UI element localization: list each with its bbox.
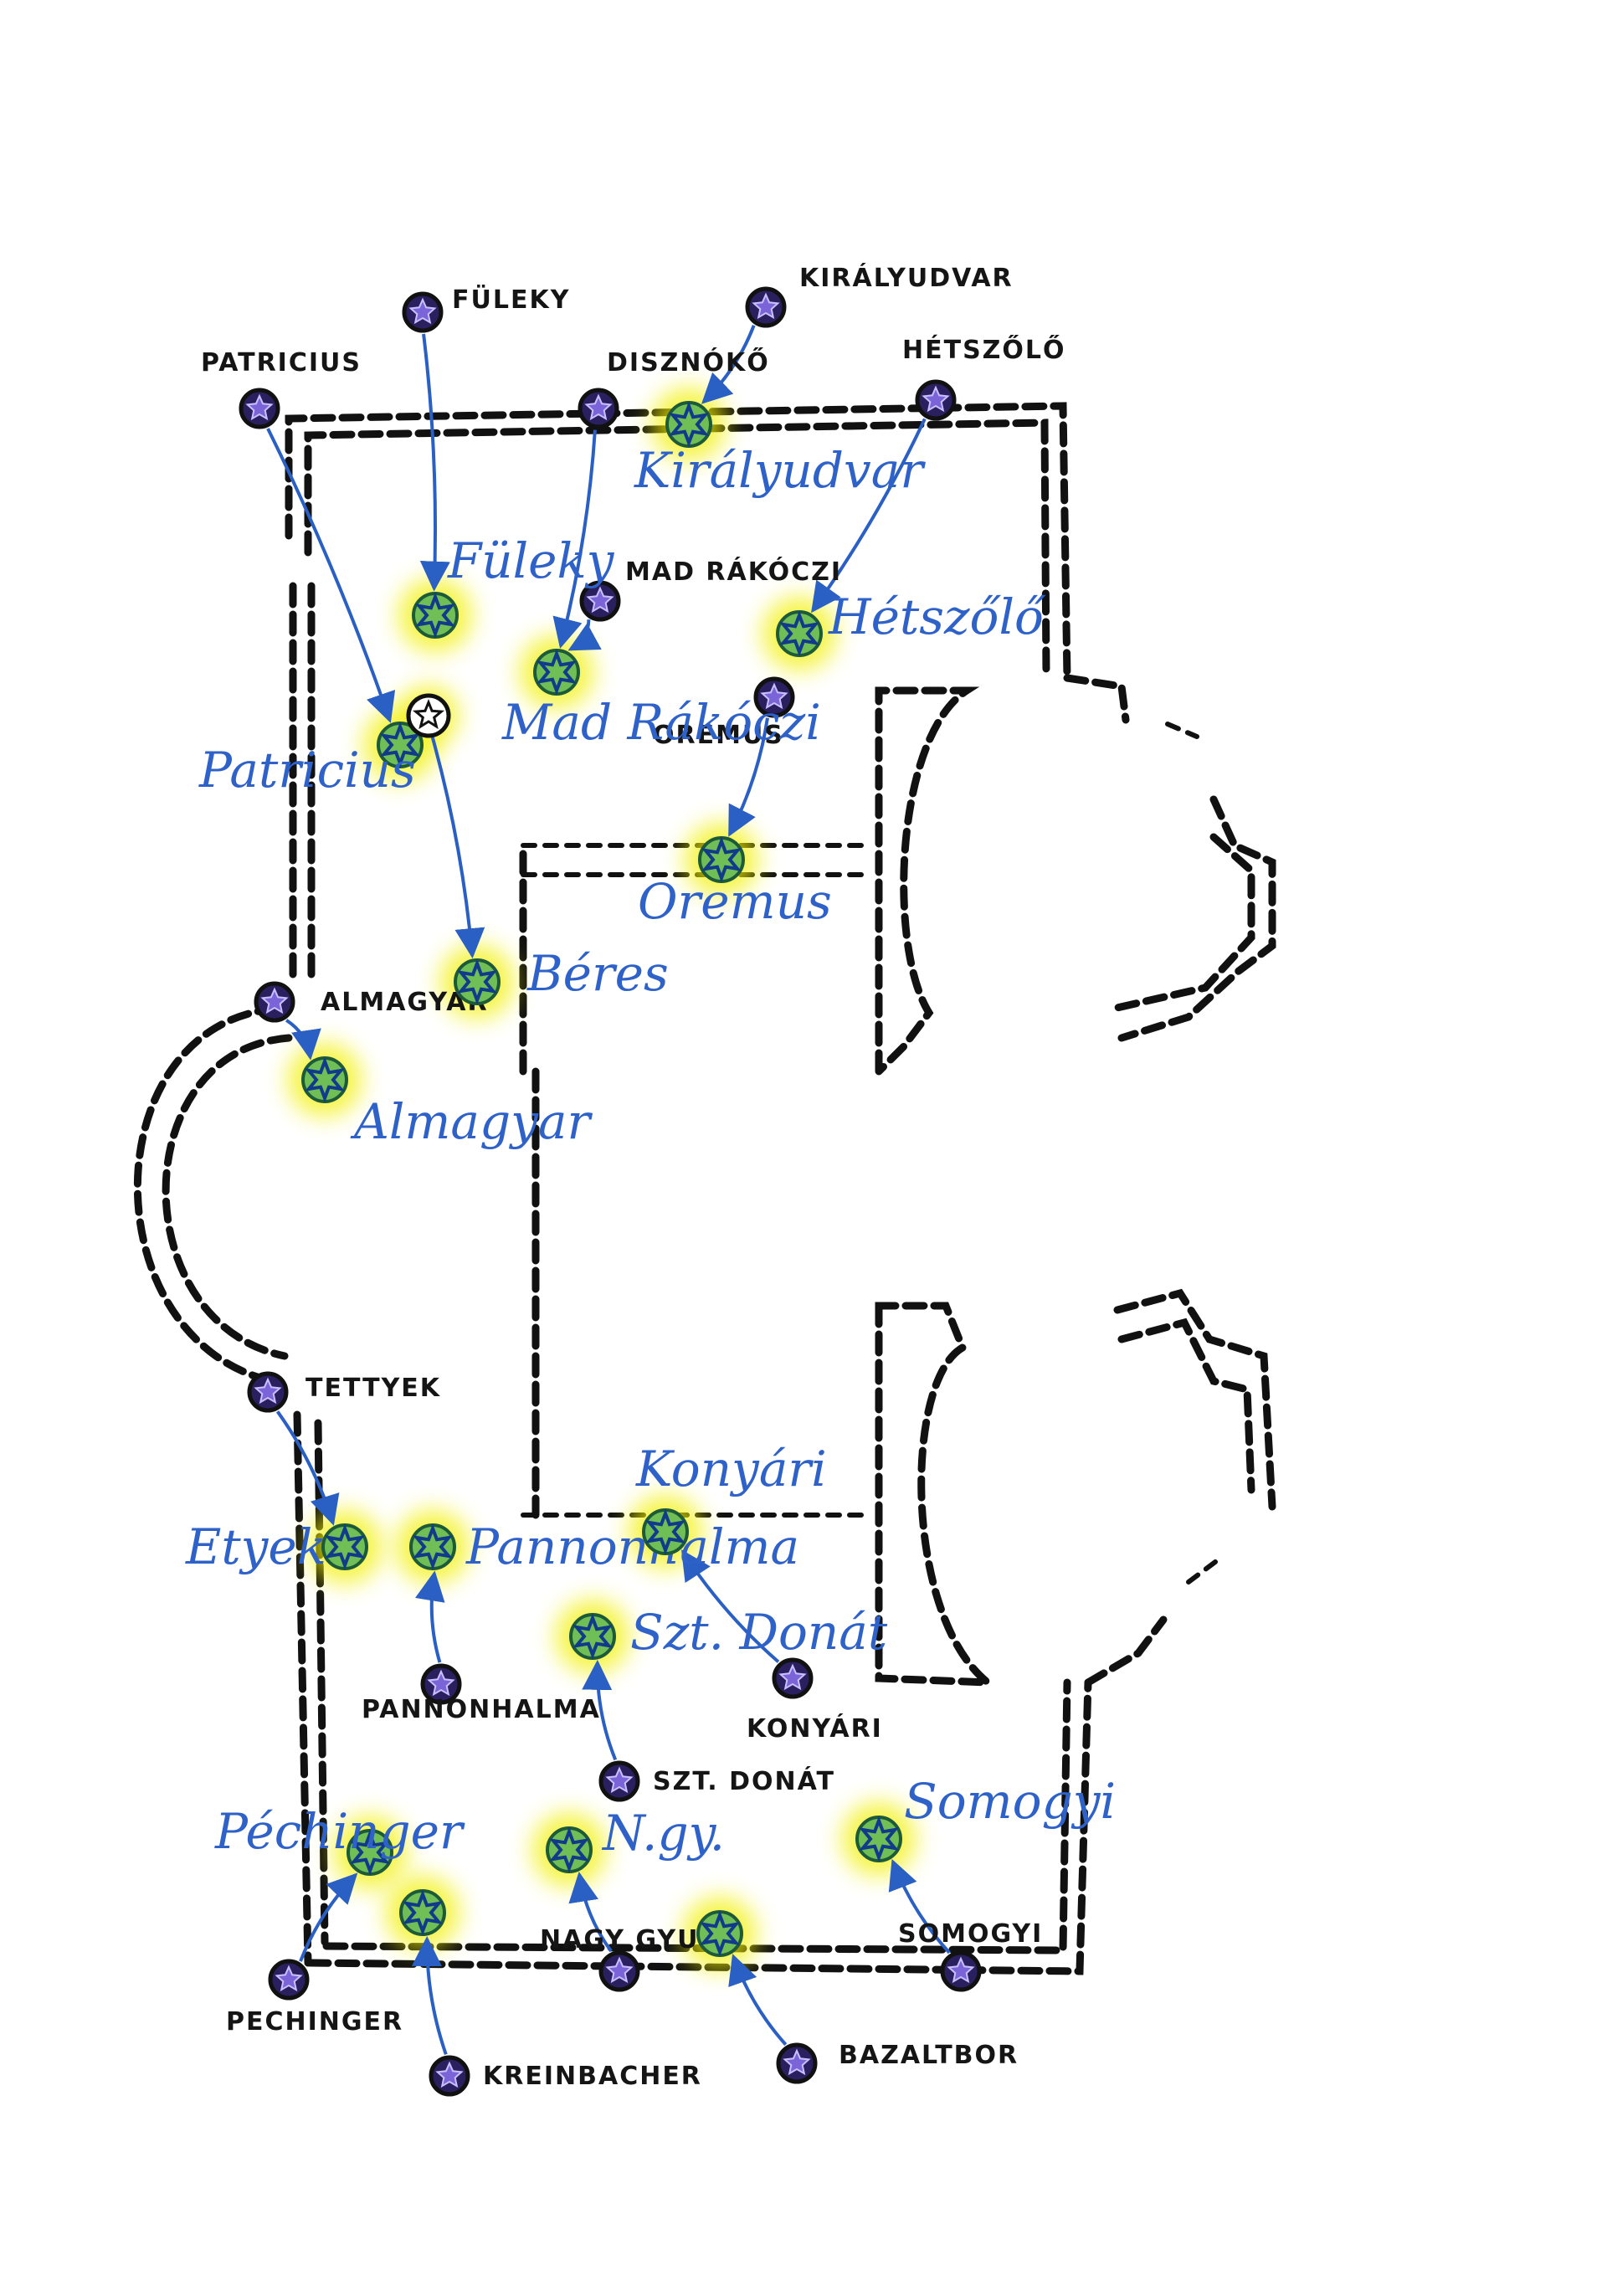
new-marker-kreinbacher [399, 1889, 446, 1936]
new-marker-bazaltbor [696, 1910, 743, 1957]
new-marker-kiralyudvar [665, 401, 712, 448]
old-label-somogyi: SOMOGYI [898, 1919, 1043, 1949]
old-marker-szt_donat [598, 1760, 640, 1802]
old-marker-fuleky [402, 291, 444, 333]
old-marker-somogyi [940, 1950, 982, 1992]
new-label-konyari: Konyári [635, 1441, 827, 1497]
old-marker-hetszolo [915, 379, 957, 421]
new-marker-oremus [698, 836, 745, 883]
arrow-bazaltbor-to-bazaltbor [728, 1954, 788, 2046]
arrow-szt_donat-to-szt_donat [582, 1659, 618, 1761]
old-label-fuleky: FÜLEKY [452, 284, 570, 315]
new-marker-patricius-plus [406, 693, 451, 738]
new-label-oremus: Oremus [638, 873, 832, 930]
old-marker-nagy_gyuri [598, 1950, 640, 1992]
old-marker-oremus [753, 676, 795, 718]
new-marker-fuleky [412, 592, 459, 639]
old-marker-kreinbacher [429, 2055, 470, 2097]
arrow-patricius-plus-to-beres [430, 737, 485, 959]
old-label-rakoczi: MAD RÁKÓCZI [625, 556, 842, 587]
new-marker-pechinger [347, 1829, 393, 1876]
new-marker-almagyar [301, 1056, 348, 1103]
arrow-somogyi-to-somogyi [888, 1858, 951, 1954]
arrow-disznoko-to-rakoczi [552, 429, 597, 649]
arrow-nagy_gyuri-to-nagy_gyuri [568, 1872, 613, 1953]
new-label-etyek: Etyek [185, 1518, 326, 1575]
old-label-tettyek: TETTYEK [305, 1374, 441, 1403]
new-label-szt_donat: Szt. Donát [630, 1604, 888, 1661]
arrow-kreinbacher-to-kreinbacher [411, 1935, 448, 2055]
old-marker-konyari [772, 1657, 814, 1699]
new-marker-patricius [377, 722, 424, 768]
old-marker-bazaltbor [776, 2042, 818, 2084]
arrow-konyari-to-konyari [681, 1549, 780, 1663]
arrow-pechinger-to-pechinger [299, 1872, 358, 1962]
new-label-rakoczi: Mad Rákóczi [501, 694, 821, 751]
old-marker-kiralyudvar [745, 286, 787, 328]
arrow-pannonhalma-to-pannonhalma [414, 1570, 445, 1663]
old-label-patricius: PATRICIUS [201, 348, 362, 378]
old-marker-pechinger [268, 1959, 310, 2001]
arrow-hetszolo-to-hetszolo [811, 418, 927, 614]
new-marker-konyari [642, 1508, 689, 1555]
new-label-beres: Béres [526, 945, 669, 1002]
old-marker-almagyar [254, 981, 295, 1023]
new-label-pannonhalma: Pannonhalma [465, 1518, 799, 1575]
old-marker-patricius [239, 388, 280, 429]
new-label-patricius: Patricius [198, 742, 416, 799]
new-marker-hetszolo [776, 610, 823, 657]
new-label-somogyi: Somogyi [904, 1773, 1116, 1830]
new-label-pechinger: Péchinger [214, 1803, 465, 1860]
new-marker-pannonhalma [409, 1523, 456, 1570]
new-marker-nagy_gyuri [546, 1826, 593, 1873]
new-label-hetszolo: Hétszőlő [828, 588, 1046, 645]
new-marker-somogyi [855, 1816, 902, 1862]
old-label-szt_donat: SZT. DONÁT [653, 1766, 835, 1796]
new-marker-szt_donat [569, 1613, 616, 1660]
new-label-almagyar: Almagyar [350, 1093, 593, 1150]
old-label-disznoko: DISZNÓKŐ [607, 347, 770, 378]
old-marker-tettyek [247, 1371, 289, 1413]
new-marker-beres [454, 958, 501, 1005]
arrow-tettyek-to-etyek [275, 1410, 340, 1526]
arrow-patricius-to-patricius [266, 428, 396, 723]
floor-plan-walls [134, 402, 1276, 1975]
arrow-kiralyudvar-to-kiralyudvar [701, 325, 756, 404]
move-arrows [266, 325, 951, 2055]
old-positions: FÜLEKY KIRÁLYUDVAR PATRICIUS DISZNÓKŐ HÉTSZŐ… [201, 263, 1066, 2097]
old-marker-rakoczi [579, 580, 621, 622]
arrow-almagyar-to-almagyar [285, 1019, 321, 1061]
old-label-kiralyudvar: KIRÁLYUDVAR [799, 263, 1014, 293]
old-label-bazaltbor: BAZALTBOR [839, 2041, 1019, 2070]
old-label-konyari: KONYÁRI [747, 1713, 883, 1744]
new-marker-etyek [321, 1523, 368, 1570]
old-marker-pannonhalma [420, 1663, 462, 1705]
new-marker-rakoczi [533, 649, 580, 696]
new-label-fuleky: Füleky [447, 532, 615, 589]
arrow-oremus-to-oremus [728, 717, 769, 837]
arrow-rakoczi-to-rakoczi [567, 619, 602, 651]
old-label-pannonhalma: PANNONHALMA [362, 1695, 601, 1724]
old-label-oremus: OREMUS [653, 721, 784, 750]
old-marker-disznoko [578, 388, 619, 429]
arrow-fuleky-to-fuleky [419, 333, 450, 592]
new-label-nagy_gyuri: N.gy. [601, 1805, 725, 1862]
old-label-kreinbacher: KREINBACHER [483, 2062, 702, 2091]
new-label-kiralyudvar: Királyudvar [634, 442, 926, 499]
old-label-pechinger: PECHINGER [226, 2007, 403, 2037]
old-label-hetszolo: HÉTSZŐLŐ [902, 334, 1066, 365]
